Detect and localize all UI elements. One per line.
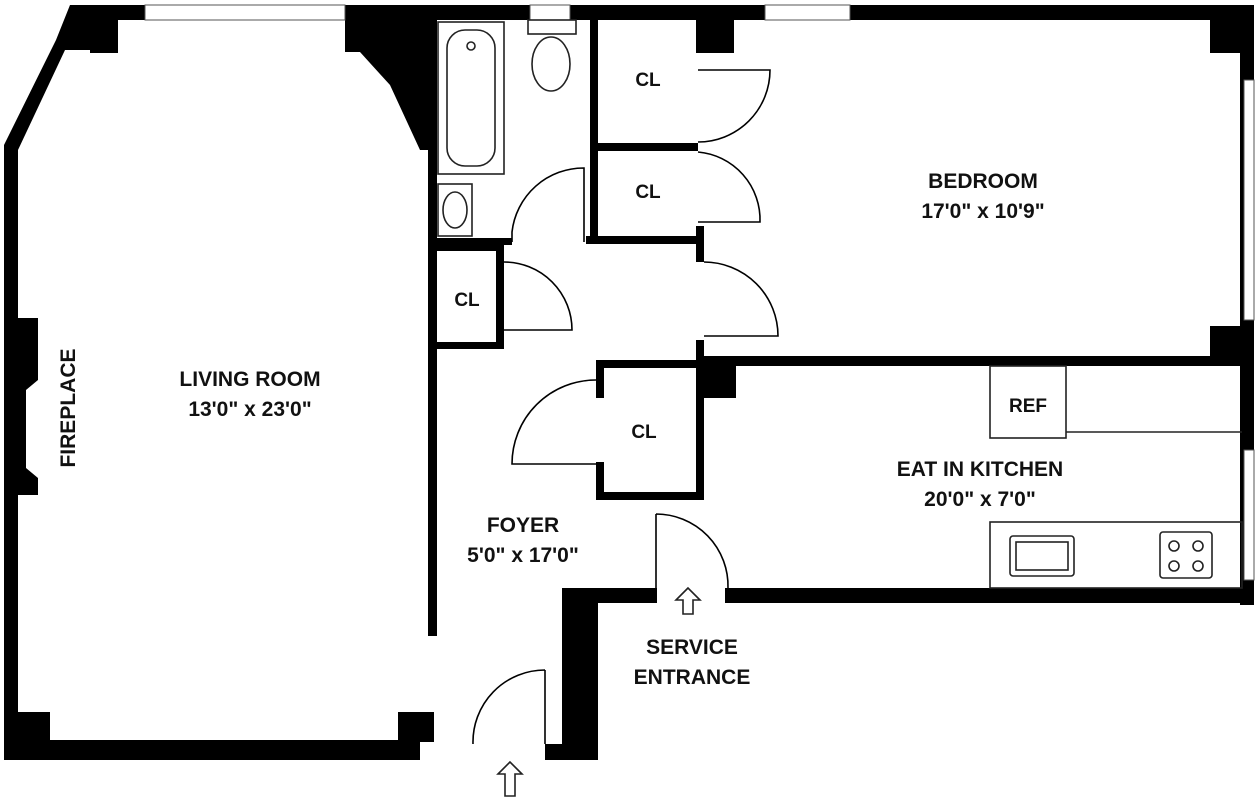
kitchen-bottom-wall (725, 588, 1254, 603)
bedroom-pillar-tr (1210, 18, 1254, 53)
bathroom-fixtures (437, 19, 577, 237)
hall-closet-top (436, 245, 496, 251)
burner-1 (1168, 540, 1180, 552)
doors (472, 69, 779, 745)
kitchen-fixtures (989, 365, 1243, 589)
living-room-pillar-tl (90, 18, 118, 53)
stove (1159, 531, 1213, 579)
closet-label: CL (631, 422, 657, 443)
living-room-partition (428, 18, 437, 636)
burner-3 (1168, 560, 1180, 572)
toilet-bowl (531, 36, 571, 92)
door-service-entrance (655, 513, 729, 589)
bathtub-basin (446, 29, 496, 167)
window-bedroom (764, 4, 851, 21)
bedroom-pillar-br (1210, 326, 1254, 366)
lower-counter (989, 521, 1243, 589)
labels: LIVING ROOM 13'0" x 23'0" BEDROOM 17'0" … (57, 70, 1063, 689)
living-room-pillar-tr (345, 18, 432, 150)
window-bath (529, 4, 571, 21)
living-room-name: LIVING ROOM (179, 368, 320, 391)
foyer-dimensions: 5'0" x 17'0" (467, 544, 579, 567)
kitchen-sink (1009, 535, 1075, 577)
foyer-closet-top (596, 360, 704, 368)
kitchen-name: EAT IN KITCHEN (897, 458, 1063, 481)
kitchen-sink-basin (1015, 541, 1069, 571)
bath-bottom-wall (436, 238, 512, 245)
door-hall-closet (503, 261, 573, 331)
foyer-name: FOYER (487, 514, 559, 537)
bedroom-kitchen-wall (704, 356, 1254, 366)
closet-1-divider (598, 143, 698, 151)
closet-label: CL (454, 290, 480, 311)
kitchen-pillar-tl (704, 366, 736, 398)
foyer-closet-left (596, 360, 604, 398)
bathroom-sink-counter (437, 183, 473, 237)
door-closet-1 (697, 69, 771, 143)
bedroom-name: BEDROOM (928, 170, 1038, 193)
door-foyer-closet (511, 379, 597, 465)
refrigerator-label: REF (1009, 396, 1047, 417)
windows (144, 4, 1255, 581)
refrigerator (989, 365, 1067, 439)
arrow-up-icon (496, 760, 524, 797)
living-room-pillar-bl (18, 712, 50, 742)
top-wall-bedroom (850, 5, 1254, 20)
bathtub (437, 21, 505, 175)
door-closet-2 (697, 151, 761, 223)
window-living-room (144, 4, 346, 21)
living-room-outer-wall (4, 5, 420, 760)
kitchen-dimensions: 20'0" x 7'0" (924, 488, 1036, 511)
service-entrance-label-line1: SERVICE (646, 636, 738, 659)
hall-closet-bottom (436, 342, 504, 349)
fireplace-label: FIREPLACE (57, 348, 80, 467)
arrow-up-icon (674, 586, 702, 615)
burner-2 (1192, 540, 1204, 552)
closet-label: CL (635, 70, 661, 91)
foyer-closet-bottom (596, 492, 704, 500)
window-bedroom-side (1243, 79, 1255, 321)
top-wall-bath (570, 5, 765, 20)
bedroom-dimensions: 17'0" x 10'9" (921, 200, 1044, 223)
closet-label: CL (635, 182, 661, 203)
bedroom-bottom-wall (696, 340, 704, 366)
closet-2-bottom (586, 236, 704, 244)
fireplace-wall (16, 318, 38, 495)
foyer-bottom-wall (545, 744, 598, 760)
foyer-closet-left-low (596, 462, 604, 500)
door-bath (511, 167, 585, 242)
bath-right-wall (590, 18, 598, 243)
living-room-dimensions: 13'0" x 23'0" (188, 398, 311, 421)
window-kitchen-side (1243, 449, 1255, 581)
bathtub-drain (466, 41, 476, 51)
living-room-pillar-br (398, 712, 434, 742)
hall-closet-right (496, 245, 504, 349)
foyer-right-pillar (562, 588, 598, 758)
foyer-closet-right (696, 360, 704, 500)
toilet-tank (527, 19, 577, 35)
entry-arrows (496, 586, 702, 797)
service-entrance-label-line2: ENTRANCE (634, 666, 751, 689)
bedroom-left-wall-mid (696, 226, 704, 262)
door-bedroom (703, 261, 779, 337)
top-wall-mid (345, 5, 530, 20)
door-main-entrance (472, 669, 546, 745)
interior-walls (428, 18, 1254, 636)
bedroom-left-wall-top (696, 18, 734, 53)
bathroom-sink-basin (442, 191, 468, 229)
burner-4 (1192, 560, 1204, 572)
